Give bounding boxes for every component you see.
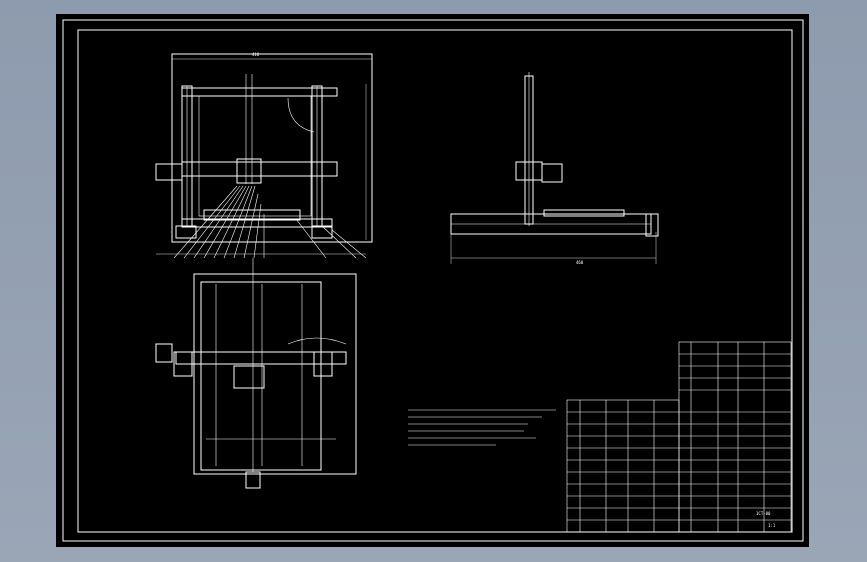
side-view: 460 xyxy=(450,72,659,265)
side-width-dim: 460 xyxy=(576,260,584,265)
sheet-outer-border xyxy=(62,19,804,542)
front-view-outline xyxy=(171,53,373,243)
front-view: 410 xyxy=(155,52,373,259)
sheet-inner-border xyxy=(77,29,793,533)
top-beam xyxy=(181,87,338,97)
parts-list: 1CT-00 1:1 xyxy=(566,341,792,533)
assembly-drawing: 410 xyxy=(62,19,804,542)
x-gantry-beam xyxy=(181,161,338,177)
drawing-scale: 1:1 xyxy=(768,523,776,528)
x-motor xyxy=(155,163,183,181)
cad-viewport[interactable]: 410 xyxy=(56,14,809,547)
top-view xyxy=(155,258,357,489)
front-leaders xyxy=(156,185,367,259)
technical-notes xyxy=(408,409,556,446)
front-width-dim: 410 xyxy=(252,52,260,57)
frame-top xyxy=(200,281,322,471)
z-motor xyxy=(541,163,563,183)
top-view-outline xyxy=(193,273,357,475)
drawing-number: 1CT-00 xyxy=(756,511,771,516)
carriage xyxy=(236,158,262,184)
work-bed xyxy=(203,209,301,221)
top-gantry xyxy=(175,351,347,365)
